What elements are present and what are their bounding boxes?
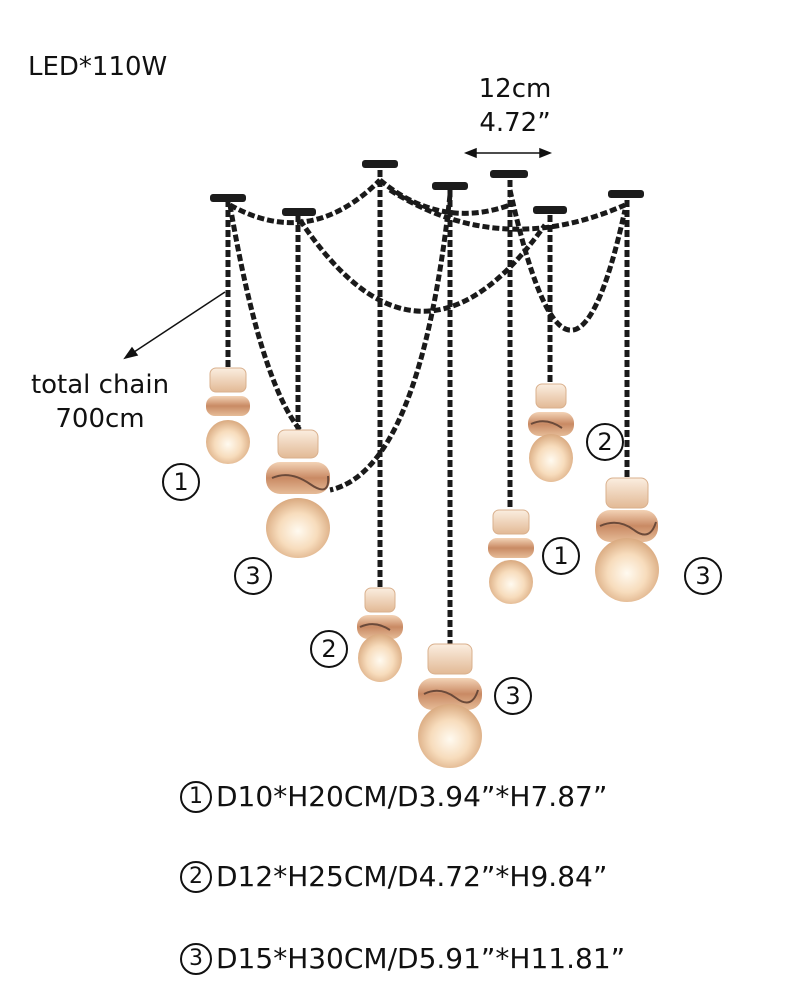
chain-label-line2: 700cm (55, 404, 145, 434)
spec-row-1: 1 D10*H20CM/D3.94”*H7.87” (180, 780, 607, 813)
power-label: LED*110W (28, 52, 168, 82)
spec-text: D15*H30CM/D5.91”*H11.81” (216, 942, 626, 975)
pendant-1-left (206, 367, 250, 464)
pendant-2-middle (357, 587, 403, 682)
spec-text: D10*H20CM/D3.94”*H7.87” (216, 780, 608, 813)
size-marker-2: 2 (310, 630, 348, 668)
canopy (490, 170, 528, 178)
canopy (282, 208, 316, 216)
drape-chain (227, 204, 302, 432)
spec-text: D12*H25CM/D4.72”*H9.84” (216, 860, 608, 893)
spec-number-badge: 3 (180, 942, 212, 975)
spec-row-2: 2 D12*H25CM/D4.72”*H9.84” (180, 860, 607, 893)
spacing-inch: 4.72” (479, 108, 551, 138)
size-marker-3: 3 (684, 557, 722, 595)
spec-row-3: 3 D15*H30CM/D5.91”*H11.81” (180, 942, 625, 975)
dimension-arrows (123, 147, 553, 360)
pendant-2-right (528, 383, 574, 482)
arrowhead (463, 147, 477, 159)
chain-leader-arrow (127, 291, 226, 357)
pendant-3-left (266, 429, 330, 558)
canopy (362, 160, 398, 168)
drape-chain (378, 178, 511, 216)
pendant-3-right (595, 477, 659, 602)
drop-chains (225, 170, 630, 645)
arrowhead (123, 346, 139, 360)
drape-chain (507, 189, 628, 333)
canopy (432, 182, 468, 190)
spacing-cm: 12cm (478, 74, 552, 104)
canopy (533, 206, 567, 214)
spec-number-badge: 2 (180, 860, 212, 893)
size-marker-3: 3 (494, 677, 532, 715)
chain-label-line1: total chain (30, 370, 170, 400)
ceiling-canopies (210, 160, 644, 216)
chain-length-label: total chain 700cm (10, 368, 190, 436)
canopy (210, 194, 246, 202)
pendant-3-middle (418, 643, 482, 768)
drape-chain (329, 194, 453, 493)
draped-chains (227, 178, 628, 493)
spec-number-badge: 1 (180, 780, 212, 813)
size-marker-2: 2 (586, 423, 624, 461)
size-marker-3: 3 (234, 557, 272, 595)
size-marker-1: 1 (542, 537, 580, 575)
size-marker-1: 1 (162, 463, 200, 501)
canopy-spacing-label: 12cm 4.72” (460, 72, 570, 140)
pendant-1-right (488, 509, 534, 604)
drape-chain (228, 178, 382, 225)
drape-chain (388, 187, 627, 232)
arrowhead (539, 147, 553, 159)
canopy (608, 190, 644, 198)
